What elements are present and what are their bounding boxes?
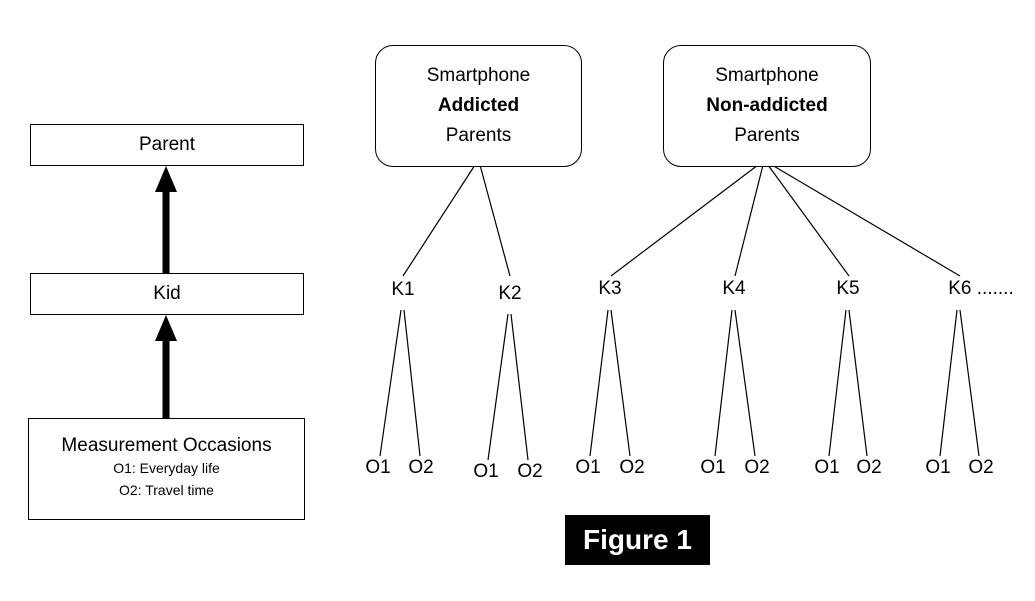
non-addicted-box-line1: Smartphone <box>715 65 819 86</box>
occasion-o2-k4: O2 <box>744 457 770 478</box>
measurement-line1: O1: Everyday life <box>113 460 220 476</box>
up-arrow-kid-to-parent <box>155 166 177 273</box>
addicted-box-line3: Parents <box>445 125 512 146</box>
kid-node-k6: K6 ....... <box>948 278 1014 299</box>
occasion-o1-k1: O1 <box>365 457 391 478</box>
occasion-o1-k2: O1 <box>473 461 499 482</box>
measurement-line2: O2: Travel time <box>119 482 214 498</box>
kid-node-k4: K4 <box>722 278 746 299</box>
smartphone-non-addicted-parents-box: Smartphone Non-addicted Parents <box>663 45 871 167</box>
kid-box-label: Kid <box>153 283 181 304</box>
non-addicted-box-line2: Non-addicted <box>706 95 828 116</box>
figure-caption: Figure 1 <box>565 515 710 565</box>
kid-box: Kid <box>30 273 304 315</box>
non-addicted-box-line3: Parents <box>734 125 800 146</box>
kid-node-k5: K5 <box>836 278 860 299</box>
figure-caption-label: Figure 1 <box>583 524 692 555</box>
measurement-occasions-box: Measurement Occasions O1: Everyday life … <box>28 418 305 520</box>
occasion-o1-k5: O1 <box>814 457 840 478</box>
kid-to-occasion-connectors <box>379 309 980 461</box>
smartphone-addicted-parents-box: Smartphone Addicted Parents <box>375 45 582 167</box>
measurement-title: Measurement Occasions <box>61 435 272 456</box>
occasion-o1-k4: O1 <box>700 457 726 478</box>
up-arrow-measurement-to-kid <box>155 315 177 418</box>
group-to-kid-connectors <box>402 164 961 277</box>
occasion-o2-k6: O2 <box>968 457 994 478</box>
parent-box: Parent <box>30 124 304 166</box>
kid-node-k1: K1 <box>391 279 415 300</box>
kid-node-k2: K2 <box>498 283 522 304</box>
occasion-o2-k2: O2 <box>517 461 543 482</box>
occasion-o1-k3: O1 <box>575 457 601 478</box>
addicted-box-line2: Addicted <box>437 95 520 116</box>
addicted-box-line1: Smartphone <box>426 65 531 86</box>
kid-node-k3: K3 <box>598 278 622 299</box>
occasion-o2-k5: O2 <box>856 457 882 478</box>
occasion-o1-k6: O1 <box>925 457 951 478</box>
parent-box-label: Parent <box>139 134 195 155</box>
occasion-o2-k1: O2 <box>408 457 434 478</box>
occasion-o2-k3: O2 <box>619 457 645 478</box>
